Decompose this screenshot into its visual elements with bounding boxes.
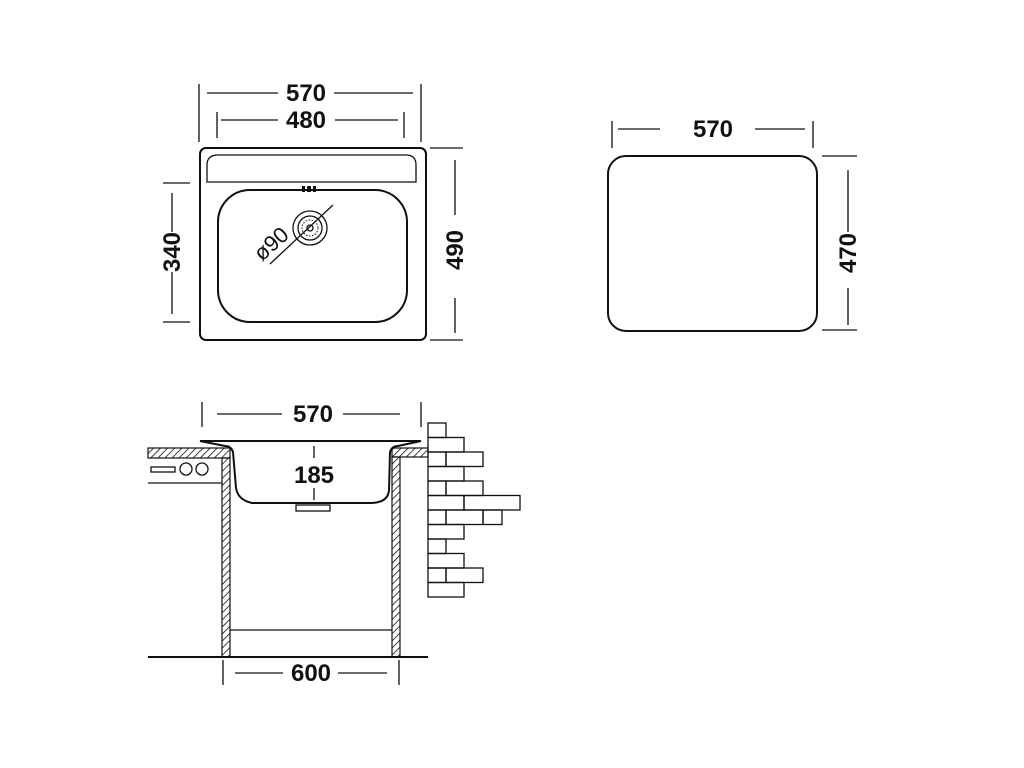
dimension-overall-length: 490 [430, 147, 469, 341]
brick [427, 581, 465, 598]
overall-width-label: 570 [286, 80, 326, 107]
drain-diameter-label: ø90 [249, 222, 294, 266]
brick [427, 538, 447, 555]
drain-outlet [295, 504, 331, 512]
brick [445, 480, 484, 497]
upper-ledge [206, 154, 417, 183]
cutout-length-label: 470 [835, 233, 862, 273]
bowl-outline [217, 189, 408, 323]
sink-width-label: 570 [293, 401, 333, 428]
appliance-controls-icon [150, 462, 209, 476]
sink-outline [199, 147, 427, 341]
dimension-cutout-length: 470 [822, 155, 862, 331]
brick [427, 523, 465, 540]
brick [482, 509, 503, 526]
brick [427, 509, 447, 526]
countertop-right [391, 447, 429, 458]
overflow-icon [302, 186, 316, 192]
top-view: ø90 570 480 340 490 [159, 80, 469, 341]
cabinet-wall-right [391, 456, 401, 658]
brick [445, 567, 484, 584]
brick [427, 567, 447, 584]
brick [445, 451, 484, 468]
dimension-cutout-width: 570 [611, 116, 814, 148]
dimension-overall-width: 570 [198, 80, 422, 142]
dimension-cabinet-width: 600 [222, 660, 400, 687]
drain-icon [292, 210, 328, 246]
cutout-outline [607, 155, 818, 332]
brick [427, 480, 447, 497]
brick [427, 436, 465, 453]
sink-section [199, 440, 422, 504]
section-view: 185 570 600 [147, 401, 521, 687]
brick-wall [427, 422, 521, 598]
cabinet-wall-left [221, 457, 231, 658]
brick [427, 465, 465, 482]
bowl-width-label: 480 [286, 107, 326, 134]
diameter-leader [269, 204, 334, 265]
bowl-length-label: 340 [159, 232, 186, 272]
dimension-bowl-depth: 185 [294, 446, 334, 500]
brick [427, 451, 447, 468]
brick [427, 422, 447, 439]
cabinet-width-label: 600 [291, 660, 331, 687]
dimension-bowl-width: 480 [216, 107, 405, 138]
brick [445, 509, 484, 526]
cutout-width-label: 570 [693, 116, 733, 143]
cutout-view: 570 470 [607, 116, 862, 332]
dimension-sink-width: 570 [201, 401, 422, 428]
overall-length-label: 490 [442, 230, 469, 270]
brick [427, 552, 465, 569]
dimension-bowl-length: 340 [159, 182, 190, 323]
brick [463, 494, 521, 511]
brick [427, 494, 465, 511]
countertop-left [147, 447, 231, 459]
bowl-depth-label: 185 [294, 462, 334, 489]
